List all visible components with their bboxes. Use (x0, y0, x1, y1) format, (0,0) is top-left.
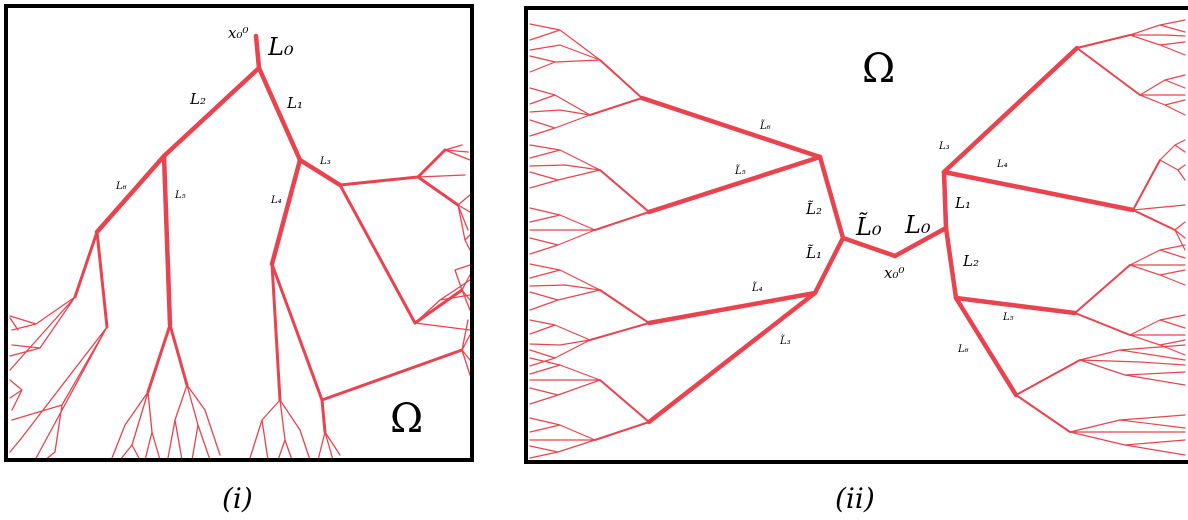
panel-ii-label-L5: L₅ (1002, 312, 1014, 323)
panel-i-edge-L1 (256, 65, 303, 163)
panel-ii-label-L5-tilde: L̃₅ (734, 165, 746, 177)
panel-i-edge-L3 (297, 157, 343, 188)
panel-ii-fringe-branches (529, 19, 1186, 459)
panel-ii-edge-L1-tilde (812, 235, 846, 296)
panel-ii-label-L0: L₀ (904, 211, 931, 239)
panel-ii-label-L3-tilde: L̃₃ (779, 335, 791, 347)
panel-ii-label-L6-tilde: L̃₆ (759, 120, 771, 132)
panel-ii-edge-L6-tilde (639, 95, 823, 160)
panel-i-label-L2: L₂ (189, 90, 206, 108)
panel-ii-edge-L6 (953, 295, 1019, 398)
panel-ii-edge-L2-tilde (817, 154, 846, 241)
panel-ii-frame (524, 6, 1188, 464)
panel-ii-edge-L4-tilde (646, 290, 818, 326)
panel-ii-root-label: x₀⁰ (884, 264, 905, 282)
panel-ii-edge-L0-tilde (840, 235, 898, 259)
panel-ii-label-L1: L₁ (954, 194, 971, 212)
panel-i-fringe-branches (9, 144, 471, 461)
panel-i-label-L0: L₀ (267, 33, 294, 61)
panel-i-label-L6: L₆ (115, 181, 127, 192)
panel-ii-secondary-branches (589, 34, 1176, 441)
panel-i-edge-L6 (94, 153, 167, 235)
panel-ii-label-L6: L₆ (957, 344, 969, 355)
panel-ii-label-L3: L₃ (938, 141, 950, 152)
panel-ii: Ω x₀⁰ L₀ L₁ L₂ L₃ L₄ L₅ L₆ L̃₀ L̃₁ L̃₂ L… (524, 6, 1188, 515)
panel-ii-edge-L5 (953, 295, 1078, 316)
panel-ii-label-L4-tilde: L̃₄ (751, 282, 763, 294)
panel-ii-edge-L4 (941, 169, 1136, 213)
panel-ii-edge-L5-tilde (646, 154, 823, 215)
panel-ii-edge-L3 (941, 45, 1080, 175)
panel-ii-label-L4: L₄ (996, 159, 1008, 170)
panel-ii-label-L2-tilde: L̃₂ (805, 200, 822, 218)
panel-i-root-label: x₀⁰ (228, 24, 249, 42)
panel-i-secondary-branches (73, 148, 464, 434)
panel-i-caption: (i) (222, 482, 253, 515)
panel-i-edge-L0 (253, 33, 262, 71)
panel-i-frame (4, 4, 474, 462)
panel-i-domain-symbol: Ω (390, 396, 423, 442)
panel-i-label-L1: L₁ (286, 94, 303, 112)
panel-ii-caption: (ii) (835, 482, 875, 515)
panel-i: x₀⁰ L₀ L₁ L₂ L₃ L₄ L₅ L₆ Ω (i) (4, 4, 474, 515)
panel-i-label-L4: L₄ (270, 195, 282, 206)
panel-i-edge-L4 (269, 157, 303, 267)
panel-i-main-branches (94, 33, 343, 328)
panel-ii-edge-L1 (941, 169, 949, 231)
panel-ii-label-L0-tilde: L̃₀ (855, 213, 882, 241)
panel-ii-domain-symbol: Ω (862, 46, 895, 92)
panel-i-label-L5: L₅ (174, 190, 186, 201)
panel-i-edge-L5 (161, 153, 173, 328)
panel-ii-edge-L3-tilde (646, 290, 818, 425)
panel-i-edge-L2 (161, 65, 262, 159)
panel-ii-main-branches (639, 45, 1136, 425)
panel-ii-label-L1-tilde: L̃₁ (805, 244, 822, 262)
panel-i-label-L3: L₃ (319, 156, 331, 167)
panel-ii-edge-L2 (943, 225, 959, 301)
panel-ii-edge-L0 (892, 225, 949, 259)
panel-ii-label-L2: L₂ (962, 252, 979, 270)
